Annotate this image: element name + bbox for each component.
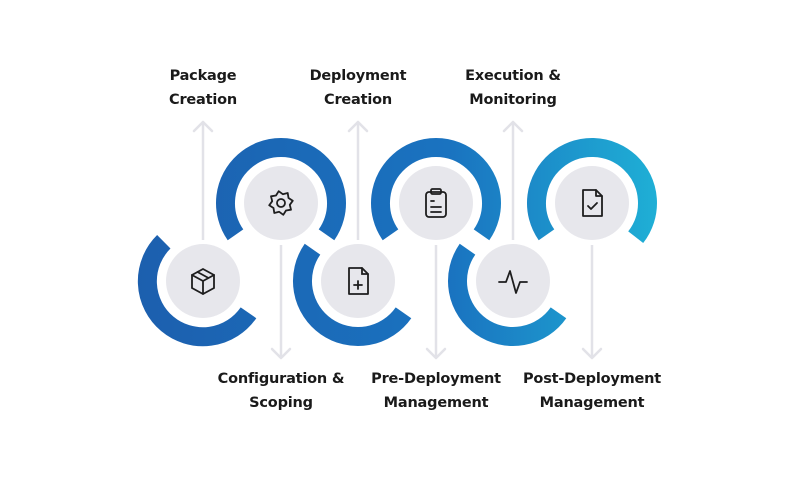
configuration-scoping-node-circle bbox=[244, 166, 318, 240]
post-deployment-management-label-line: Post-Deployment bbox=[523, 371, 661, 387]
pre-deployment-management-band-segment bbox=[371, 138, 501, 241]
pre-deployment-management-node bbox=[399, 166, 473, 240]
post-deployment-management-label-line: Management bbox=[539, 395, 645, 411]
configuration-scoping-band-segment bbox=[216, 138, 346, 241]
execution-monitoring-label: Execution & Monitoring bbox=[433, 64, 593, 112]
post-deployment-management-node bbox=[555, 166, 629, 240]
package-creation-arrow bbox=[192, 120, 214, 240]
pre-deployment-management-label-line: Pre-Deployment bbox=[371, 371, 501, 387]
post-deployment-management-node-circle bbox=[555, 166, 629, 240]
serpentine-band bbox=[137, 138, 657, 347]
configuration-scoping-label: Configuration & Scoping bbox=[201, 367, 361, 415]
deployment-creation-band-segment bbox=[293, 243, 412, 346]
execution-monitoring-arrow bbox=[502, 120, 524, 240]
pre-deployment-management-node-circle bbox=[399, 166, 473, 240]
configuration-scoping-arrow bbox=[270, 245, 292, 360]
deployment-creation-arrow bbox=[347, 120, 369, 240]
pre-deployment-management-arrow bbox=[425, 245, 447, 360]
configuration-scoping-label-line: Scoping bbox=[249, 395, 313, 411]
package-creation-node bbox=[166, 244, 240, 318]
file-plus-icon bbox=[348, 267, 369, 295]
deployment-creation-label-line: Deployment bbox=[309, 68, 407, 84]
deployment-creation-node bbox=[321, 244, 395, 318]
execution-monitoring-band-segment bbox=[448, 243, 567, 346]
file-check-icon bbox=[582, 189, 603, 217]
execution-monitoring-label-line: Monitoring bbox=[469, 92, 557, 108]
pre-deployment-management-label-line: Management bbox=[383, 395, 489, 411]
arrows-layer bbox=[192, 120, 603, 360]
post-deployment-management-arrow bbox=[581, 245, 603, 360]
package-creation-label-line: Package bbox=[169, 68, 237, 84]
execution-monitoring-node bbox=[476, 244, 550, 318]
gear-icon bbox=[268, 190, 294, 216]
deployment-creation-label-line: Creation bbox=[324, 92, 392, 108]
package-creation-label-line: Creation bbox=[169, 92, 237, 108]
package-icon bbox=[191, 267, 215, 296]
clipboard-icon bbox=[425, 188, 447, 218]
configuration-scoping-node bbox=[244, 166, 318, 240]
post-deployment-management-band-segment bbox=[527, 138, 657, 244]
activity-icon bbox=[498, 270, 528, 294]
configuration-scoping-label-line: Configuration & bbox=[217, 371, 345, 387]
package-creation-band-segment bbox=[137, 235, 257, 347]
execution-monitoring-label-line: Execution & bbox=[465, 68, 561, 84]
nodes-layer bbox=[166, 166, 629, 318]
